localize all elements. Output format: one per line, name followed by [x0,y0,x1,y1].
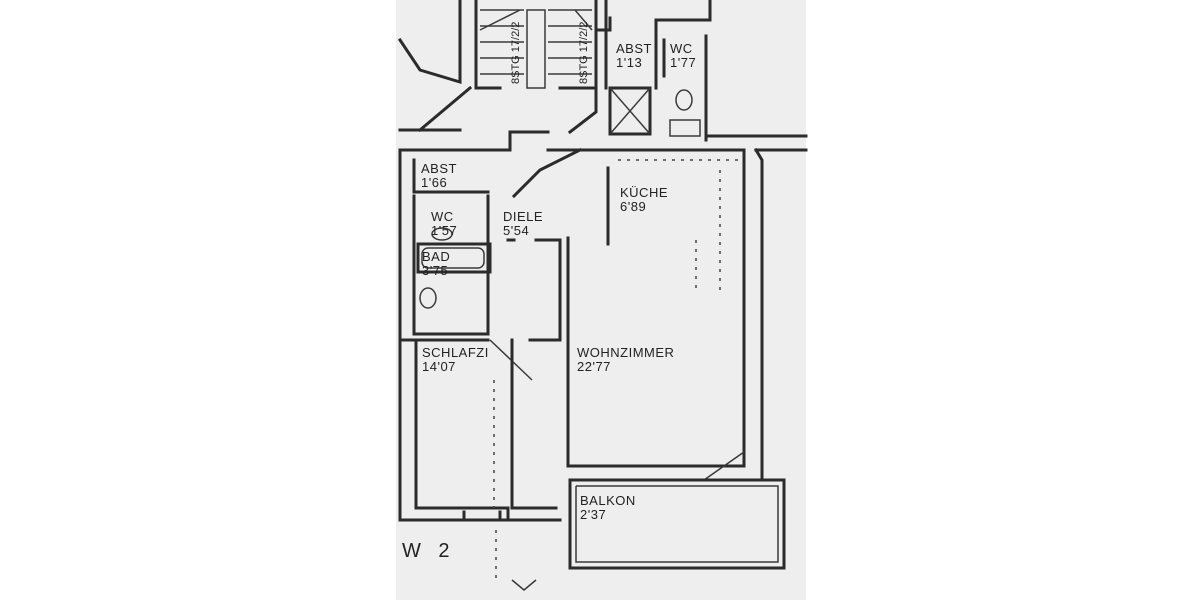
room-name: BAD [422,249,451,264]
room-label-abst-top: ABST 1'13 [616,42,652,70]
unit-label: W 2 [402,540,456,562]
room-name: BALKON [580,493,636,508]
room-area: 14'07 [422,359,456,374]
room-name: WC [431,209,454,224]
room-area: 22'77 [577,359,611,374]
room-area: 1'66 [421,175,448,190]
room-area: 5'54 [503,223,530,238]
room-name: ABST [616,41,652,56]
room-area: 1'13 [616,55,643,70]
left-wing-walls [398,147,583,522]
room-name: KÜCHE [620,185,669,200]
upper-walls [397,0,808,152]
room-label-bad: BAD 3'75 [422,250,450,278]
room-label-kueche: KÜCHE 6'89 [620,186,668,214]
stair-label-right: 8STG 17/2/2 [578,21,590,84]
room-label-wc: WC 1'57 [431,210,457,238]
room-area: 6'89 [620,199,647,214]
room-label-abst: ABST 1'66 [421,162,457,190]
room-label-balkon: BALKON 2'37 [580,494,636,522]
room-name: SCHLAFZI [422,345,489,360]
room-label-schlafzi: SCHLAFZI 14'07 [422,346,489,374]
room-area: 3'75 [422,263,449,278]
room-name: WC [670,41,693,56]
living-walls [546,147,808,482]
floor-plan-sheet [396,0,806,600]
room-area: 1'57 [431,223,458,238]
room-name: WOHNZIMMER [577,345,675,360]
room-label-diele: DIELE 5'54 [503,210,543,238]
room-label-wc-top: WC 1'77 [670,42,696,70]
room-name: DIELE [503,209,544,224]
room-area: 1'77 [670,55,697,70]
stair-label-left: 8STG 17/2/2 [510,21,522,84]
balcony-walls [495,478,786,591]
room-area: 2'37 [580,507,607,522]
room-label-wohnzimmer: WOHNZIMMER 22'77 [577,346,674,374]
room-name: ABST [421,161,457,176]
